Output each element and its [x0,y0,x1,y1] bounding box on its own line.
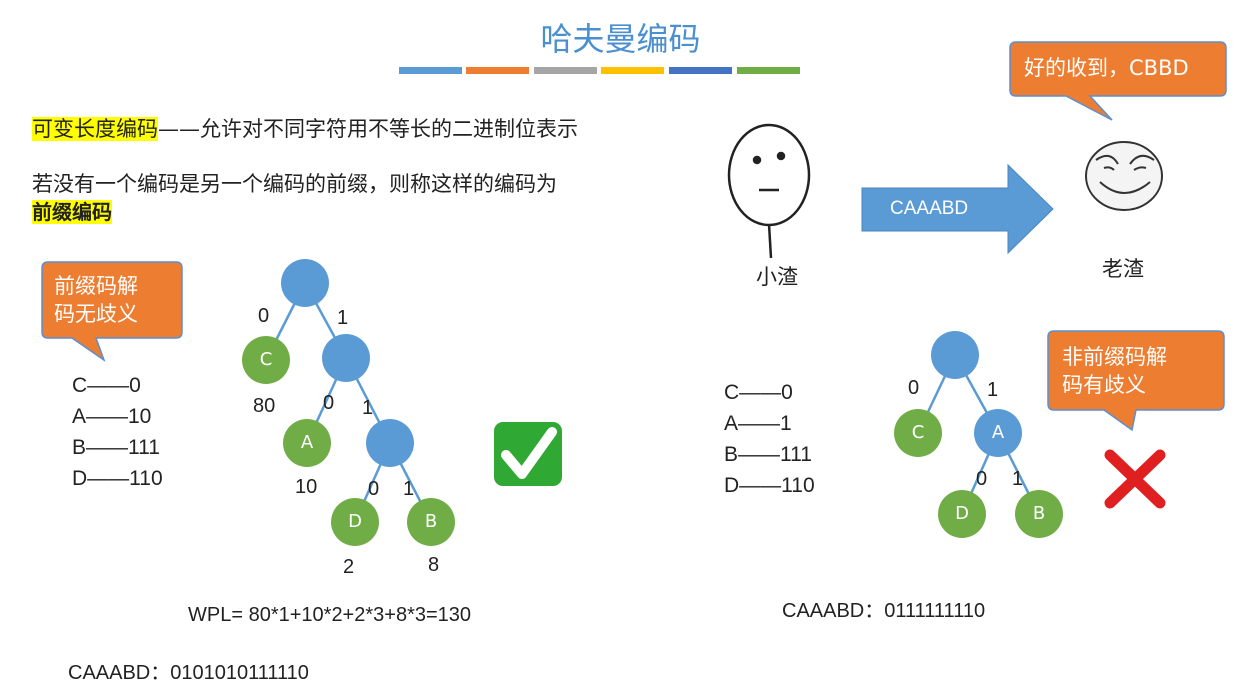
right-root-node [931,331,979,379]
edge-label: 0 [368,478,380,500]
code-row: C——0 [72,374,141,397]
edge-label: 0 [976,468,988,490]
right-code-table: C——0 A——1 B——111 D——110 [724,377,815,501]
color-bar-segment [466,67,529,74]
node-label: D [955,503,969,524]
left-callout: 前缀码解 码无歧义 [54,272,138,328]
code-row: B——111 [72,436,160,459]
definition-term: 可变长度编码 [32,117,158,141]
receiver-face-icon [1085,141,1163,211]
color-bar-segment [399,67,462,74]
weight-label: 10 [295,476,318,498]
definition-line: 可变长度编码——允许对不同字符用不等长的二进制位表示 [32,113,578,143]
left-root-node [281,259,329,307]
color-bar-segment [534,67,597,74]
left-callout-shape [41,261,183,362]
code-row: C——0 [724,381,793,404]
node-label: C [259,349,273,370]
code-row: D——110 [72,467,163,490]
left-code-table: C——0 A——10 B——111 D——110 [72,370,163,494]
left-callout-line: 前缀码解 [54,274,138,298]
right-callout-line: 非前缀码解 [1062,345,1167,369]
code-row: D——110 [724,474,815,497]
receiver-caption: 老渣 [1102,257,1144,281]
node-label: A [300,432,314,453]
check-icon [501,427,557,479]
edge-label: 1 [403,478,415,500]
left-callout-line: 码无歧义 [54,302,138,326]
weight-label: 80 [253,395,276,417]
left-leaf-node [242,336,290,384]
edge-label: 0 [323,392,335,414]
edge-label: 1 [1012,468,1024,490]
color-bar-segment [737,67,800,74]
edge-label: 0 [908,377,920,399]
color-bar [399,67,801,75]
page-title: 哈夫曼编码 [540,20,701,58]
edge-label: 1 [987,379,999,401]
edge-label: 1 [362,397,374,419]
right-encoded-string: CAAABD：0111111110 [782,600,986,622]
message-arrow [861,163,1054,255]
left-internal-node [322,334,370,382]
right-callout-line: 码有歧义 [1062,373,1146,397]
arrow-text: CAAABD [890,198,969,219]
left-leaf-node [283,419,331,467]
code-row: A——1 [724,412,792,435]
left-leaf-node [331,498,379,546]
node-label: D [348,511,362,532]
definition-text: ——允许对不同字符用不等长的二进制位表示 [158,117,578,141]
node-label: A [991,422,1005,443]
color-bar-segment [669,67,732,74]
color-bar-segment [601,67,664,74]
top-callout-shape [1009,41,1227,121]
left-encoded-string: CAAABD：0101010111110 [68,662,309,684]
wpl-formula: WPL= 80*1+10*2+2*3+8*3=130 [188,604,472,626]
weight-label: 8 [428,554,440,576]
right-callout-shape [1047,330,1225,432]
prefix-definition-term: 前缀编码 [32,200,112,224]
left-internal-node [366,419,414,467]
sender-caption: 小渣 [756,265,798,289]
node-label: B [424,511,438,532]
right-leaf-node [1015,490,1063,538]
left-leaf-node [407,498,455,546]
right-internal-node [974,409,1022,457]
code-row: A——10 [72,405,152,428]
edge-label: 1 [337,307,349,329]
right-leaf-node [938,490,986,538]
right-callout: 非前缀码解 码有歧义 [1062,343,1167,399]
edge-label: 0 [258,305,270,327]
sender-face-icon [727,123,811,259]
code-row: B——111 [724,443,812,466]
right-leaf-node [894,409,942,457]
top-callout-text: 好的收到，CBBD [1024,56,1189,80]
node-label: C [911,422,925,443]
cross-icon [1104,449,1166,509]
weight-label: 2 [343,556,355,578]
prefix-definition-text: 若没有一个编码是另一个编码的前缀，则称这样的编码为 [32,172,557,196]
node-label: B [1032,503,1046,524]
